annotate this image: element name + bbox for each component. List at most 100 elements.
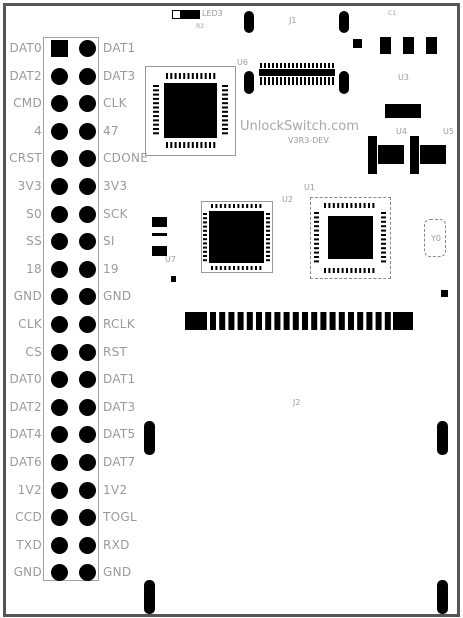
- connector-pin: [296, 63, 298, 68]
- edge-finger: [210, 312, 216, 330]
- u1-pin: [314, 247, 319, 250]
- qfn-pin: [187, 73, 190, 79]
- u2-pin: [215, 204, 218, 208]
- header-right-label: DAT3: [103, 68, 136, 83]
- qfn-pin: [178, 73, 181, 79]
- connector-pin: [332, 77, 334, 85]
- qfn-pin: [174, 73, 177, 79]
- u1-pin: [381, 256, 386, 258]
- u2-pin: [203, 225, 207, 228]
- qfn-pin: [213, 73, 216, 79]
- j1-label: J1: [289, 16, 297, 25]
- header-left-label: DAT2: [9, 399, 42, 414]
- edge-finger: [219, 312, 226, 330]
- u1-pin: [314, 238, 319, 241]
- u2-label: U2: [282, 195, 293, 204]
- u1-pin: [346, 268, 348, 273]
- connector-pin: [276, 63, 278, 68]
- u2-pin: [266, 246, 270, 249]
- connector-pin: [292, 77, 294, 85]
- u2-pin: [233, 204, 235, 208]
- header-left-label: GND: [13, 289, 42, 304]
- qfn-pin: [222, 123, 228, 126]
- u1-pin: [354, 268, 357, 273]
- header-pin: [79, 536, 96, 554]
- u1-pin: [381, 225, 386, 228]
- header-pin: [79, 288, 96, 306]
- qfn-pin: [200, 73, 203, 79]
- u2-pin: [219, 204, 222, 208]
- connector-pin: [296, 77, 298, 85]
- header-left-label: DAT0: [9, 41, 42, 55]
- u1-pin: [314, 242, 319, 245]
- u2-pin: [266, 238, 270, 241]
- u1-pin: [332, 203, 335, 208]
- header-pin: [79, 398, 96, 416]
- header-right-label: GND: [103, 565, 132, 580]
- header-right-label: DAT1: [103, 372, 136, 387]
- qfn-pin: [209, 142, 211, 148]
- header-left-label: DAT6: [9, 455, 42, 469]
- edge-finger: [274, 312, 281, 330]
- header-right-label: CDONE: [103, 151, 149, 166]
- header-pin: [79, 178, 96, 195]
- u2-pin: [203, 255, 207, 257]
- qfn-pin: [174, 142, 177, 148]
- connector-pin: [300, 77, 302, 85]
- u2-pin: [266, 213, 270, 215]
- u1-pin: [337, 268, 340, 273]
- edge-finger: [302, 312, 308, 330]
- connector-pin: [268, 63, 270, 68]
- header-pin: [51, 509, 68, 527]
- connector-pin: [284, 63, 286, 68]
- qfn-pin: [153, 128, 159, 130]
- u2-pin: [203, 246, 207, 249]
- connector-pin: [300, 63, 302, 68]
- u6-label: U6: [237, 58, 248, 67]
- u1-pin: [314, 251, 319, 254]
- header-pin: [79, 371, 96, 389]
- connector-pin: [308, 77, 310, 85]
- mounting-slot: [144, 421, 155, 455]
- header-left-label: DAT4: [9, 427, 42, 442]
- header-pin: [51, 316, 68, 333]
- u1-pin: [359, 268, 362, 273]
- u1-pin: [372, 203, 375, 208]
- header-pin: [51, 564, 68, 582]
- u1-pin: [314, 225, 319, 228]
- u1-thermal-pad: [328, 216, 373, 259]
- u4-pad: [368, 136, 377, 174]
- header-right-label: RXD: [103, 537, 130, 552]
- u1-pin: [381, 212, 386, 214]
- u5-pad: [420, 145, 446, 164]
- connector-pin: [304, 77, 306, 85]
- qfn-pin: [153, 89, 159, 92]
- u1-pin: [324, 203, 326, 208]
- connector-pin: [272, 77, 274, 85]
- connector-pin: [324, 77, 326, 85]
- mounting-slot: [144, 580, 155, 614]
- header-pin: [79, 509, 96, 527]
- qfn-pin: [153, 93, 159, 96]
- u2-pin: [266, 242, 270, 245]
- qfn-package-outline: [145, 66, 236, 156]
- smd-pad: [403, 37, 414, 54]
- header-left-label: DAT2: [9, 68, 42, 83]
- header-pin: [51, 426, 68, 444]
- qfn-pin: [166, 73, 168, 79]
- u1-pin: [332, 268, 335, 273]
- header-left-label: GND: [13, 565, 42, 580]
- u2-pin: [215, 266, 218, 270]
- u1-pin: [350, 203, 353, 208]
- edge-finger: [338, 312, 345, 330]
- connector-pin: [272, 63, 274, 68]
- u1-pin: [368, 203, 370, 208]
- header-right-label: DAT3: [103, 399, 136, 414]
- header-pin: [51, 95, 68, 113]
- header-left-label: 1V2: [17, 482, 42, 497]
- edge-finger: [366, 312, 373, 330]
- mounting-slot: [339, 71, 349, 94]
- header-pin: [51, 67, 68, 85]
- connector-pin: [264, 63, 266, 68]
- u2-pin: [203, 250, 207, 253]
